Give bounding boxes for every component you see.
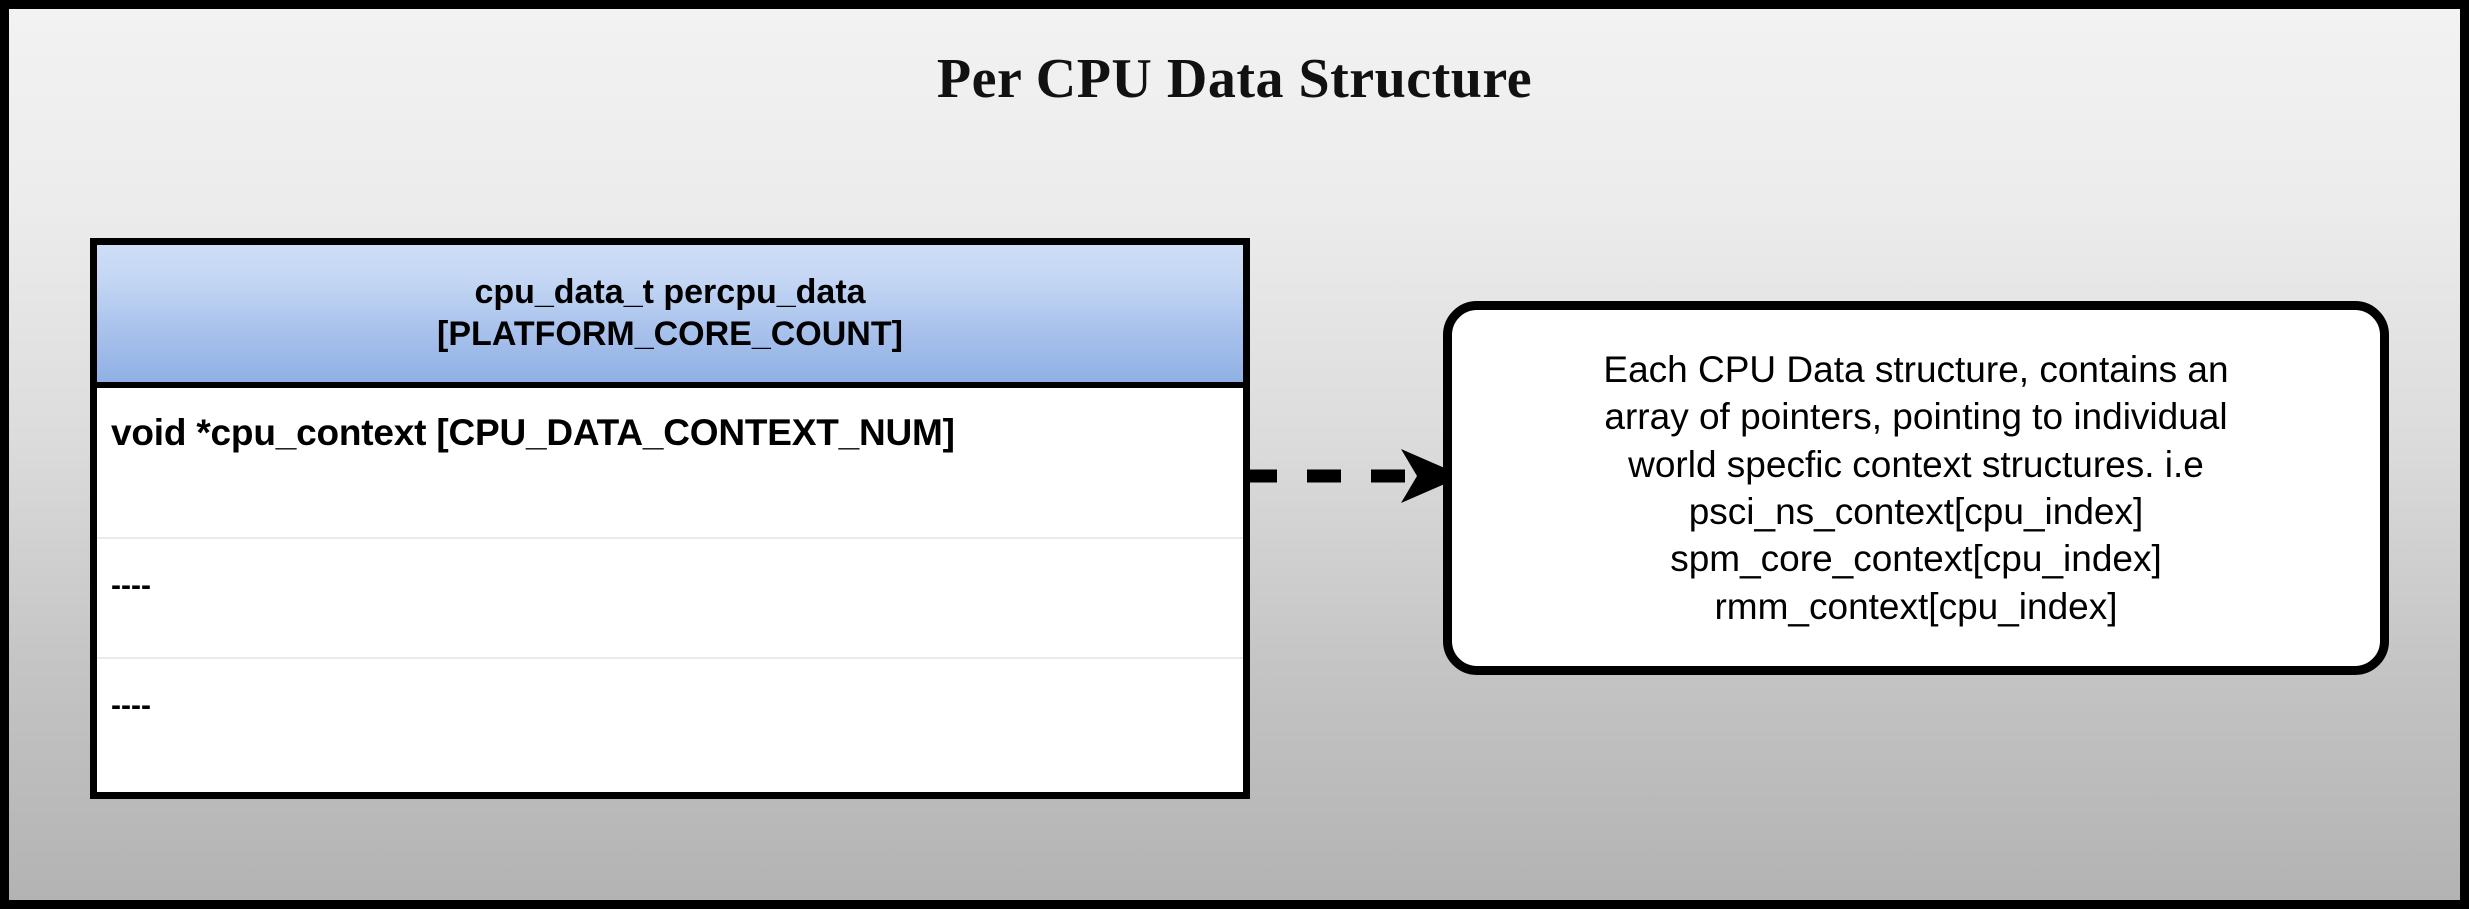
table-row-label: ---- <box>111 689 151 722</box>
percpu-data-struct-table: cpu_data_t percpu_data [PLATFORM_CORE_CO… <box>90 238 1250 799</box>
callout-note-line: array of pointers, pointing to individua… <box>1604 396 2228 438</box>
table-row-label: void *cpu_context [CPU_DATA_CONTEXT_NUM] <box>111 412 955 453</box>
callout-note-line: rmm_context[cpu_index] <box>1714 585 2118 627</box>
struct-header-line-1: cpu_data_t percpu_data <box>474 273 866 312</box>
callout-note-line: Each CPU Data structure, contains an <box>1603 348 2229 390</box>
callout-note-line: psci_ns_context[cpu_index] <box>1688 491 2144 532</box>
table-row: ---- <box>97 537 1243 657</box>
struct-header-line-2: [PLATFORM_CORE_COUNT] <box>437 314 903 353</box>
callout-note-line: spm_core_context[cpu_index] <box>1670 538 2162 580</box>
callout-note-line: world specfic context structures. i.e <box>1628 443 2204 485</box>
struct-table-body: void *cpu_context [CPU_DATA_CONTEXT_NUM]… <box>97 388 1243 793</box>
table-row-label: ---- <box>111 569 151 602</box>
table-row: ---- <box>97 657 1243 791</box>
page-title: Per CPU Data Structure <box>936 48 1533 110</box>
table-row: void *cpu_context [CPU_DATA_CONTEXT_NUM] <box>97 388 1243 537</box>
callout-note: Each CPU Data structure, contains an arr… <box>1443 301 2389 675</box>
dashed-arrow-icon <box>1243 449 1463 503</box>
struct-table-header: cpu_data_t percpu_data [PLATFORM_CORE_CO… <box>97 245 1243 388</box>
